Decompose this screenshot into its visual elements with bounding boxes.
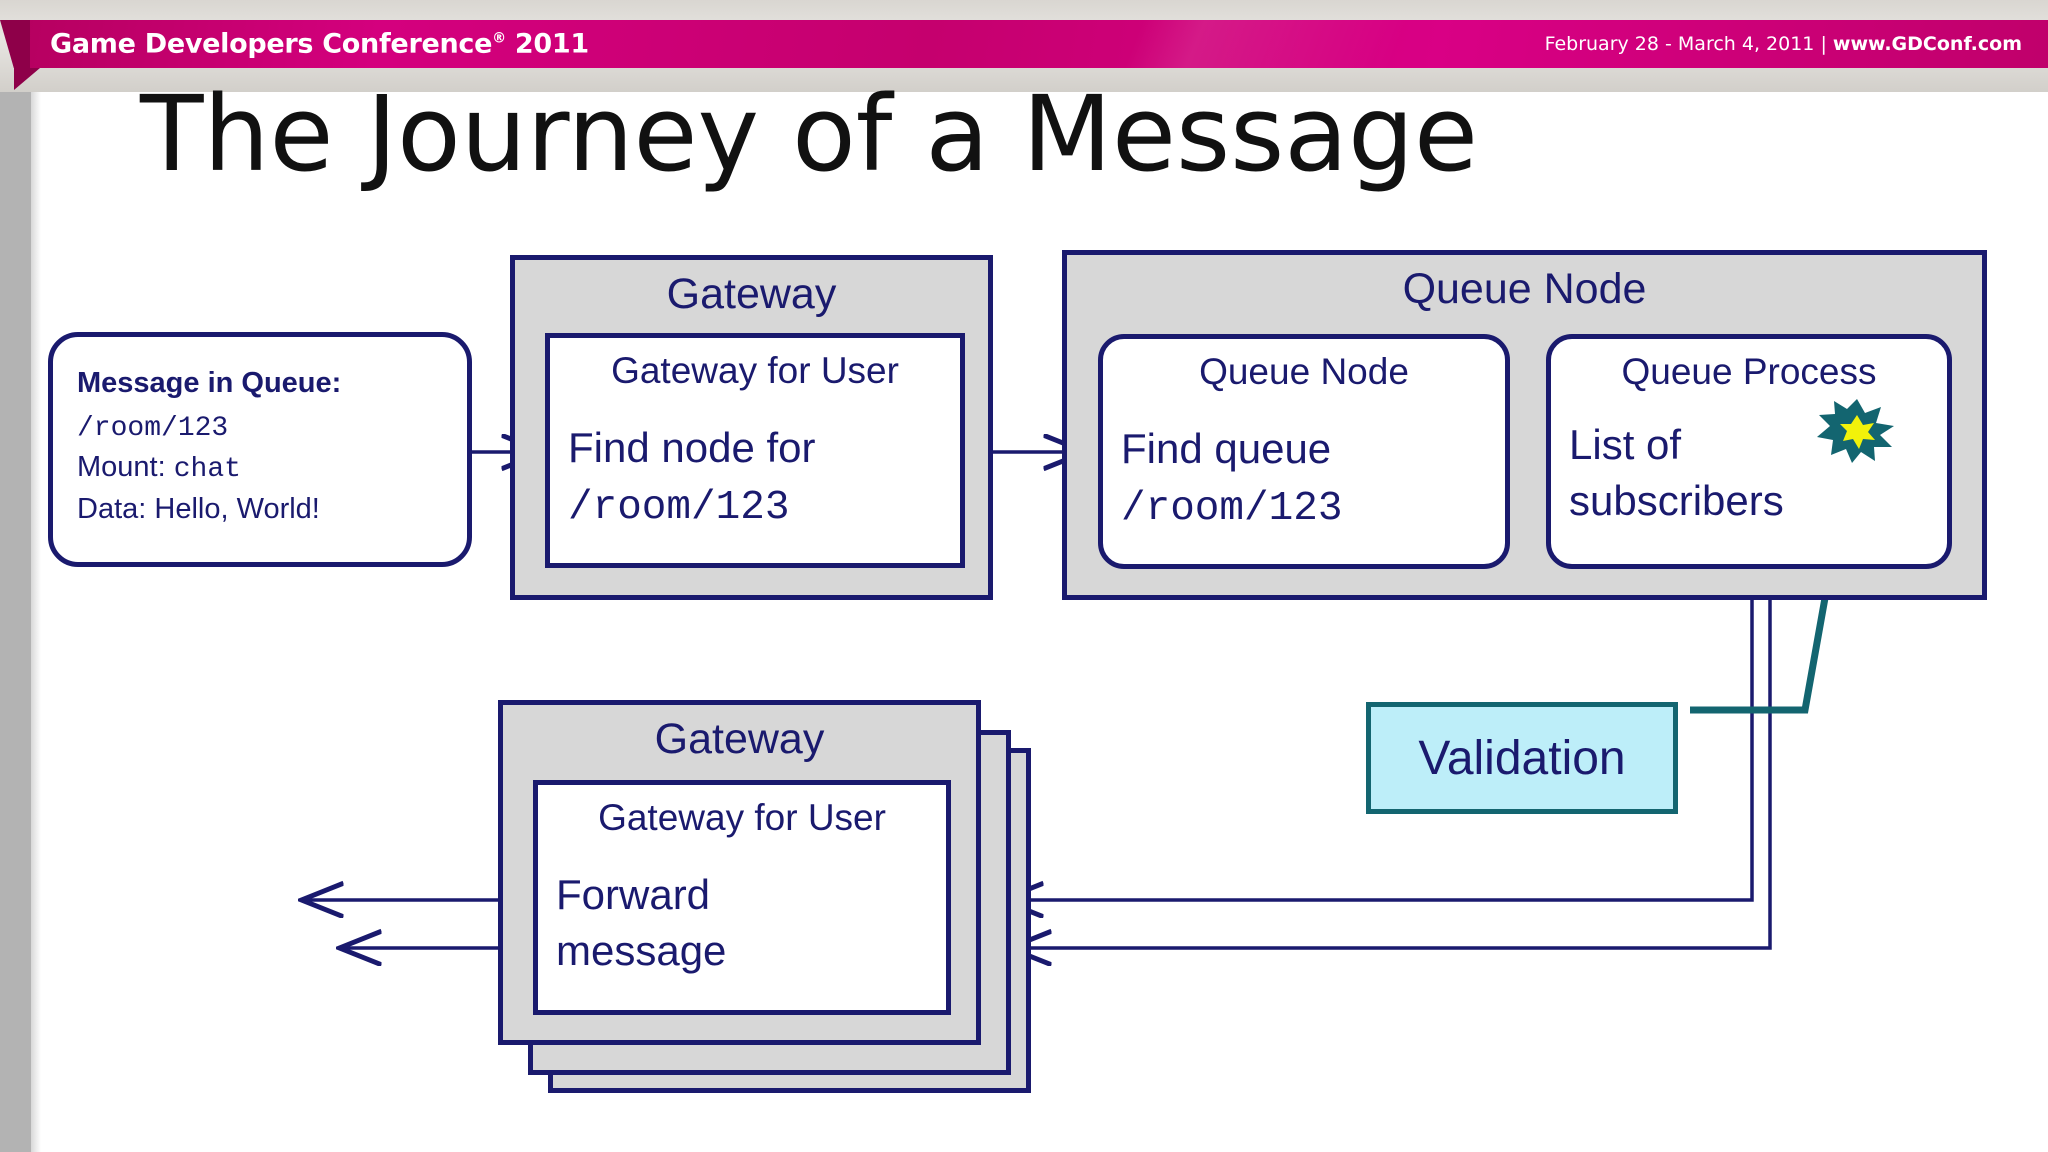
gateway-top-body-line2: /room/123 <box>568 485 790 531</box>
queue-process-inner-head: Queue Process <box>1621 351 1877 392</box>
queue-node-inner: Queue Node Find queue /room/123 <box>1098 334 1510 569</box>
data-label: Data: <box>77 493 147 525</box>
validation-box: Validation <box>1366 702 1678 814</box>
queue-node-body-line1: Find queue <box>1121 425 1332 472</box>
gateway-top-inner-head: Gateway for User <box>611 350 899 391</box>
message-label: Message in Queue: <box>77 367 455 400</box>
queue-process-inner: Queue Process List of subscribers <box>1546 334 1952 569</box>
banner-separator: | <box>1820 33 1827 55</box>
queue-process-body-line2: subscribers <box>1569 477 1784 524</box>
message-mount: Mount: chat <box>77 451 455 485</box>
gateway-bottom-body-line1: Forward <box>556 871 711 918</box>
message-in-queue-box: Message in Queue: /room/123 Mount: chat … <box>48 332 472 567</box>
validation-label: Validation <box>1418 731 1626 785</box>
registered-mark-icon: ® <box>492 30 506 47</box>
gdc-banner: Game Developers Conference® 2011 Februar… <box>14 20 2048 68</box>
conference-website-link[interactable]: www.GDConf.com <box>1832 33 2022 55</box>
gateway-bottom-inner-head: Gateway for User <box>598 797 886 838</box>
gateway-top-body-line1: Find node for <box>568 424 816 471</box>
message-path-value: /room/123 <box>77 413 229 444</box>
queue-node-title: Queue Node <box>1402 265 1647 313</box>
mount-value: chat <box>173 454 241 485</box>
page-title: The Journey of a Message <box>140 73 1479 195</box>
message-path: /room/123 <box>77 410 455 444</box>
gateway-bottom-inner: Gateway for User Forward message <box>533 780 951 1015</box>
conference-name: Game Developers Conference <box>50 28 493 60</box>
conference-info: February 28 - March 4, 2011 | www.GDConf… <box>1545 33 2022 55</box>
queue-node-body-line2: /room/123 <box>1121 486 1343 532</box>
gateway-bottom-body-line2: message <box>556 927 727 974</box>
mount-label: Mount: <box>77 451 166 483</box>
gateway-top-inner: Gateway for User Find node for /room/123 <box>545 333 965 568</box>
starburst-icon <box>1817 399 1894 463</box>
left-gutter <box>0 0 31 1152</box>
queue-node-inner-head: Queue Node <box>1199 351 1409 392</box>
conference-dates: February 28 - March 4, 2011 <box>1544 33 1815 55</box>
conference-branding: Game Developers Conference® 2011 <box>50 29 589 60</box>
left-gutter-shadow <box>31 72 41 1152</box>
conference-year: 2011 <box>514 28 589 60</box>
gateway-bottom-title: Gateway <box>654 715 825 763</box>
queue-process-body-line1: List of <box>1569 421 1682 468</box>
gateway-top-title: Gateway <box>666 270 837 318</box>
message-data: Data: Hello, World! <box>77 493 455 526</box>
data-value: Hello, World! <box>154 493 320 525</box>
message-label-text: Message in Queue: <box>77 367 342 399</box>
